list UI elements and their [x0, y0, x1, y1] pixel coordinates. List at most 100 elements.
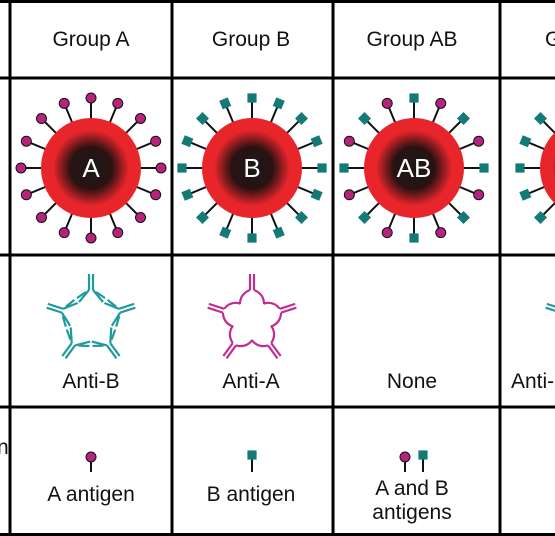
antigen-b-marker	[515, 163, 525, 173]
antigen-b-marker	[409, 233, 419, 243]
antigen-label-ab-line1: A and B	[375, 477, 449, 500]
red-blood-cell-2: AB	[339, 93, 489, 243]
antigen-a-marker	[58, 227, 70, 239]
antigen-a-marker	[134, 113, 146, 125]
antigen-b-marker	[534, 210, 548, 224]
antigen-b-marker	[456, 210, 470, 224]
row-label-fragment: n	[0, 436, 9, 459]
antibody-molecule-arm-r2	[76, 291, 87, 299]
antibody-cluster-0	[46, 274, 136, 360]
antibody-molecule-arm-l	[223, 301, 241, 310]
antibody-molecule-stem-l	[222, 342, 234, 357]
antigen-b-marker	[358, 112, 372, 126]
antibody-molecule-arm-l2	[115, 315, 121, 327]
antigen-a-marker	[343, 189, 355, 201]
antigen-a-marker	[58, 97, 70, 109]
antibody-molecule-stem-l	[546, 302, 555, 310]
antibody-molecule-stem-l	[47, 302, 64, 310]
antigen-ab-b-icon	[418, 450, 428, 460]
antibody-molecule-arm-l2	[95, 291, 106, 299]
antibody-molecule-arm-l2	[65, 329, 72, 341]
antigen-a-marker	[155, 162, 167, 174]
antibody-molecule-stem-l	[119, 306, 136, 314]
antigen-label-b: B antigen	[206, 483, 296, 506]
antibody-molecule-arm-l	[253, 288, 266, 305]
antigen-b-marker	[196, 112, 210, 126]
antigen-a-marker	[36, 211, 48, 223]
cell-core	[214, 130, 290, 206]
antigen-a-marker	[473, 189, 485, 201]
antibody-molecule-arm-r	[74, 340, 91, 347]
antibody-molecule	[250, 325, 282, 360]
antibody-molecule-arm-r2	[110, 329, 117, 341]
antibody-molecule-stem-l	[280, 306, 297, 314]
antibody-molecule-arm-l	[92, 289, 104, 303]
antibody-molecule-stem-r	[279, 302, 296, 310]
antigen-a-marker	[112, 97, 124, 109]
antigen-b-marker	[339, 163, 349, 173]
antibody-molecule-arm-r	[221, 312, 234, 328]
red-blood-cell-1: B	[177, 93, 327, 243]
antigen-b-marker	[196, 210, 210, 224]
antigen-b-marker	[181, 135, 194, 148]
antibody-label-a: Anti-B	[62, 370, 120, 393]
antibody-molecule-stem-r	[545, 306, 555, 314]
antigen-b-marker	[358, 210, 372, 224]
antibody-molecule-stem-l	[61, 342, 73, 357]
header-group-a: Group A	[52, 28, 130, 51]
red-blood-cell-3	[515, 112, 555, 224]
antibody-molecule	[207, 301, 241, 328]
antibody-molecule-arm-l	[110, 312, 122, 327]
cell-core	[53, 130, 129, 206]
antigen-icons	[85, 450, 428, 472]
antigen-b-marker	[534, 112, 548, 126]
antigen-b-marker	[177, 163, 187, 173]
antibody-molecule	[76, 274, 106, 303]
antigen-b-marker	[310, 188, 323, 201]
antigen-b-marker	[272, 97, 285, 110]
antibody-molecule	[545, 302, 555, 314]
antigen-a-marker	[381, 97, 393, 109]
antibody-molecule-stem-r	[270, 342, 282, 357]
antibody-molecule-stem-r	[118, 302, 135, 310]
antibody-molecule	[263, 301, 297, 328]
antibody-molecule	[46, 299, 78, 327]
antibody-molecule-arm-l	[270, 312, 283, 328]
antigen-b-marker	[294, 112, 308, 126]
antigen-a-marker	[20, 135, 32, 147]
antibody-molecule-arm-l2	[65, 299, 76, 308]
antibody-molecule-stem-r	[225, 344, 237, 360]
antigen-a-marker	[435, 97, 447, 109]
antigen-a-marker	[150, 135, 162, 147]
antigen-b-marker	[181, 188, 194, 201]
antibody-cluster-3	[545, 302, 555, 314]
antigen-b-marker	[456, 112, 470, 126]
antibody-molecule	[61, 327, 91, 360]
antibody-molecule-arm-r2	[61, 315, 67, 327]
antibody-molecule-arm-r2	[78, 344, 90, 348]
antigen-a-marker	[381, 227, 393, 239]
antigen-b-marker	[479, 163, 489, 173]
antigen-b-icon	[247, 450, 257, 460]
antigen-a-marker	[343, 135, 355, 147]
antibody-molecule-stem-l	[208, 302, 225, 310]
antibody-label-ab: None	[386, 370, 438, 393]
antigen-b-marker	[317, 163, 327, 173]
red-blood-cell-0: A	[15, 92, 167, 244]
antibody-molecule-arm-l	[91, 340, 108, 347]
antigen-b-marker	[519, 188, 532, 201]
antigen-b-marker	[219, 226, 232, 239]
antibody-molecule-arm-l2	[92, 344, 104, 348]
antigen-label-a: A antigen	[47, 483, 135, 506]
antigen-a-marker	[20, 189, 32, 201]
antigen-a-marker	[85, 232, 97, 244]
antibody-label-o-partial: Anti-	[511, 370, 555, 393]
antigen-label-ab-line2: antigens	[372, 501, 452, 524]
header-group-b: Group B	[211, 28, 291, 51]
antibody-molecule-stem-r	[207, 306, 224, 314]
header-group-ab: Group AB	[366, 28, 458, 51]
antibody-label-b: Anti-A	[222, 370, 280, 393]
antigen-ab-a-icon	[399, 451, 411, 463]
antibody-molecule-arm-r	[270, 325, 276, 344]
